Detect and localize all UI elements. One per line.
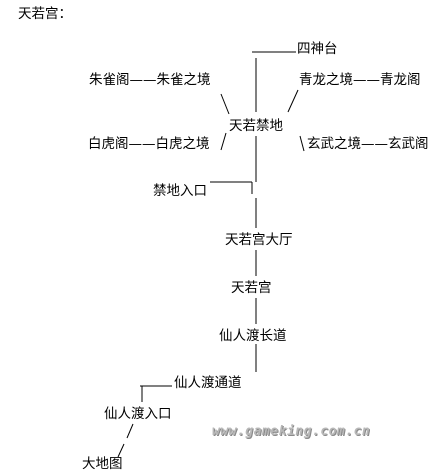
node-sishentai: 四神台 (297, 41, 338, 57)
node-baihu: 白虎阁——白虎之境 (88, 136, 210, 152)
watermark: www.gameking.com.cn (212, 424, 371, 439)
line-zhuque-diagonal (220, 93, 230, 115)
node-xuanwu: 玄武之境——玄武阁 (307, 136, 429, 152)
line-xuanwu-diagonal (299, 135, 305, 152)
node-zhuque: 朱雀阁——朱雀之境 (89, 72, 211, 88)
line-rukou-diagonal-a (126, 423, 134, 439)
node-xianrendu-changdao: 仙人渡长道 (219, 328, 287, 344)
node-jindi-rukou: 禁地入口 (153, 183, 207, 199)
line-qinglong-diagonal (287, 89, 299, 113)
node-dadi-tu: 大地图 (82, 456, 123, 472)
node-qinglong: 青龙之境——青龙阁 (299, 72, 421, 88)
node-xianrendu-tongdao: 仙人渡通道 (174, 375, 242, 391)
node-tianruogong-dating: 天若宫大厅 (225, 232, 293, 248)
line-baihu-diagonal (220, 132, 227, 151)
node-tianruo-jindi: 天若禁地 (229, 118, 283, 134)
node-xianrendu-rukou: 仙人渡入口 (104, 406, 172, 422)
node-tianruogong: 天若宫 (231, 280, 272, 296)
line-rukou-diagonal-b (117, 443, 125, 458)
page-title: 天若宫： (18, 6, 72, 22)
